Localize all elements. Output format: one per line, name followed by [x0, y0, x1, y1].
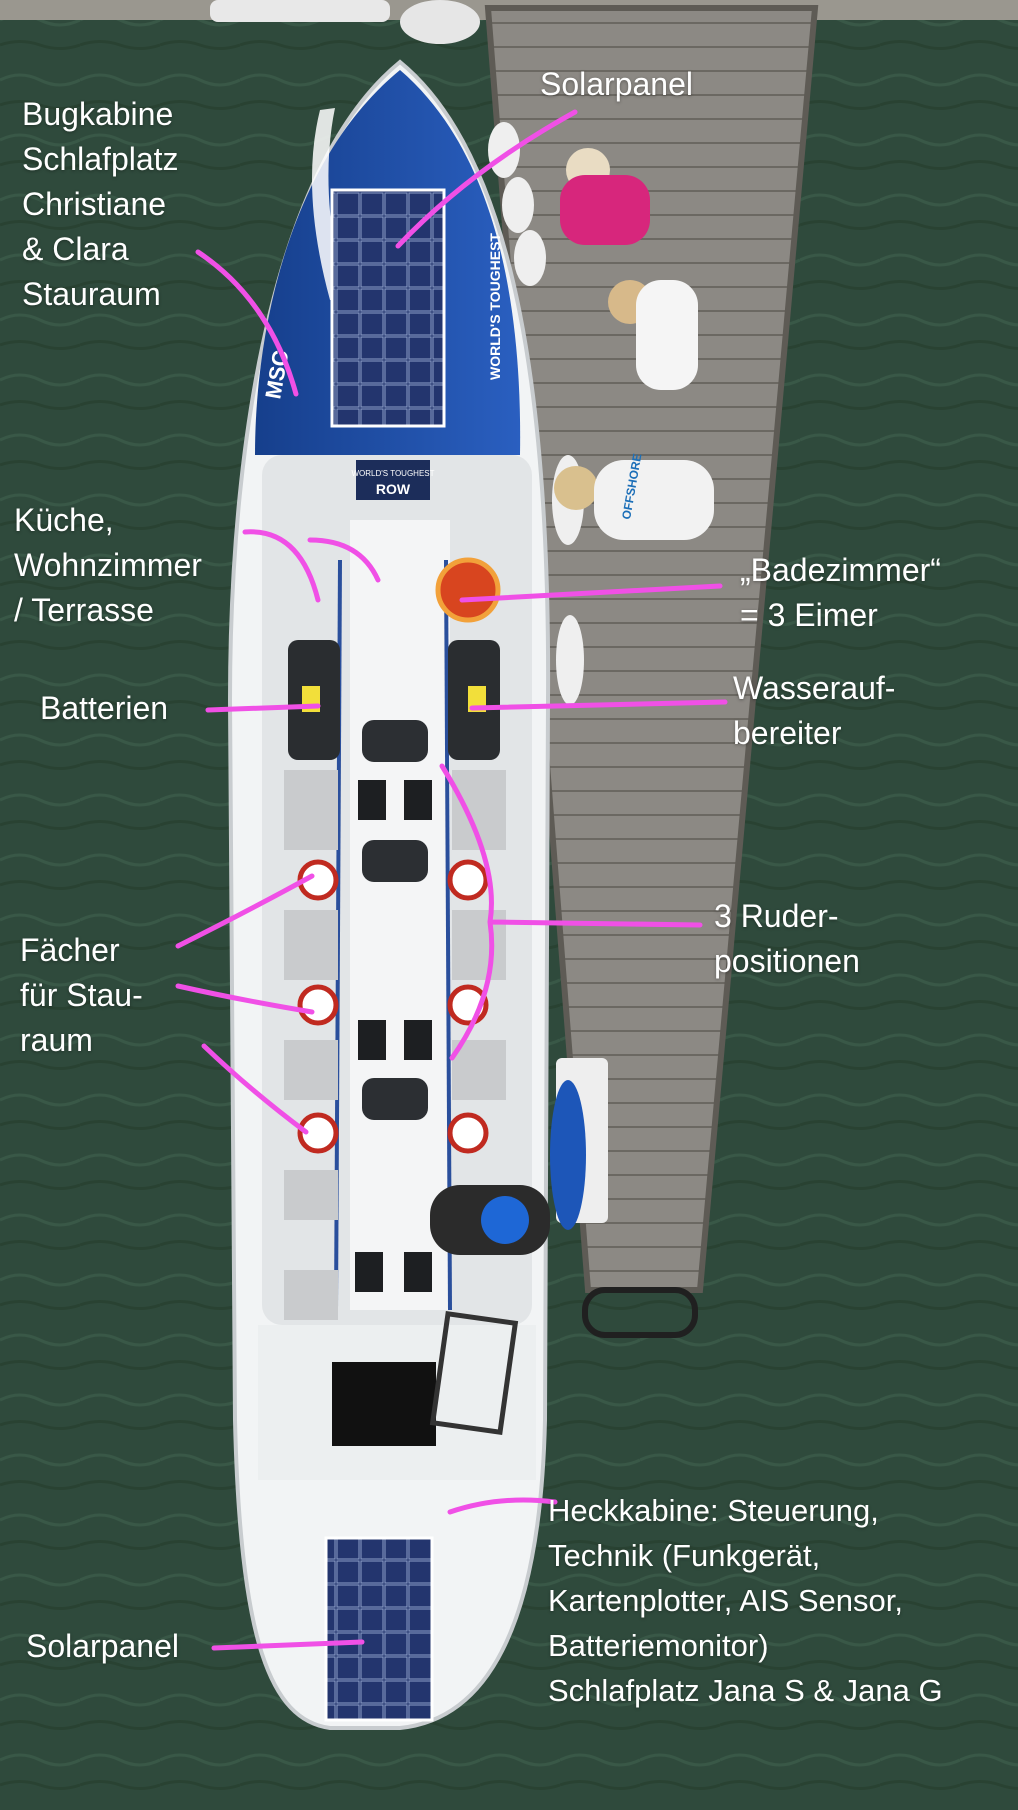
- foot-stretcher: [404, 780, 432, 820]
- person-pink-shirt: [560, 148, 650, 245]
- label-solarpanel-stern: Solarpanel: [26, 1624, 179, 1669]
- label-line: = 3 Eimer: [740, 597, 878, 633]
- label-line: Technik (Funkgerät,: [548, 1538, 821, 1573]
- stern-solar-panel: [324, 1536, 434, 1722]
- dock-edge: [484, 5, 819, 1293]
- label-line: Christiane: [22, 186, 167, 222]
- pointer-batterien: [205, 703, 321, 713]
- cabin-sign: [356, 460, 430, 500]
- foot-stretcher: [404, 1020, 432, 1060]
- storage-hatch: [297, 1112, 339, 1154]
- bow-buoy: [400, 0, 480, 44]
- fender: [514, 230, 546, 286]
- dock-hose: [582, 1287, 698, 1338]
- label-line: positionen: [714, 943, 860, 979]
- dock: [488, 8, 815, 1290]
- label-line: Batteriemonitor): [548, 1628, 769, 1663]
- label-ruderpositionen: 3 Ruder- positionen: [714, 894, 860, 984]
- label-line: Fächer: [20, 932, 120, 968]
- label-line: raum: [20, 1022, 93, 1058]
- label-line: Schlafplatz: [22, 141, 179, 177]
- label-wasseraufbereiter: Wasserauf- bereiter: [733, 666, 895, 756]
- cabin-sign-row: ROW: [376, 481, 411, 497]
- pointer-bugkabine: [195, 249, 299, 397]
- label-line: „Badezimmer“: [740, 552, 941, 588]
- rowing-seat: [362, 840, 428, 882]
- rowing-seat: [362, 720, 428, 762]
- pointer-solarpanel-stern: [211, 1639, 365, 1651]
- bow-solar-panel: [330, 188, 446, 428]
- label-bugkabine: Bugkabine Schlafplatz Christiane & Clara…: [22, 92, 179, 317]
- label-line: Schlafplatz Jana S & Jana G: [548, 1673, 943, 1708]
- fender-blue: [550, 1080, 586, 1230]
- storage-hatch: [297, 984, 339, 1026]
- label-line: Solarpanel: [540, 66, 693, 102]
- deck-mat: [452, 1040, 506, 1100]
- rowing-seat: [362, 1078, 428, 1120]
- label-line: Kartenplotter, AIS Sensor,: [548, 1583, 904, 1618]
- label-line: Stauraum: [22, 276, 161, 312]
- label-line: 3 Ruder-: [714, 898, 839, 934]
- bow-white-stripe: [312, 108, 345, 300]
- label-line: für Stau-: [20, 977, 143, 1013]
- deck-mat: [284, 1270, 338, 1320]
- pier-top-fender: [210, 0, 390, 22]
- cabin-sign-text: WORLD'S TOUGHEST: [351, 469, 434, 478]
- foot-stretcher: [358, 1020, 386, 1060]
- aft-hatch-lid: [429, 1310, 519, 1436]
- storage-hatch: [447, 1112, 489, 1154]
- label-line: Bugkabine: [22, 96, 174, 132]
- fender: [556, 615, 584, 705]
- foot-stretcher: [358, 780, 386, 820]
- label-heckkabine: Heckkabine: Steuerung, Technik (Funkgerä…: [548, 1488, 943, 1713]
- deck-mat: [284, 1170, 338, 1220]
- foot-stretcher: [404, 1252, 432, 1292]
- centre-walkway: [350, 520, 450, 1310]
- bow-lettering: WORLD'S TOUGHEST: [487, 233, 503, 380]
- rail-right: [444, 559, 452, 1311]
- deck-mat: [284, 770, 338, 850]
- label-kueche: Küche, Wohnzimmer / Terrasse: [14, 498, 202, 633]
- pointer-ruderpositionen: [439, 763, 703, 1061]
- pointer-kueche: [242, 529, 381, 603]
- pointer-solarpanel-bow: [395, 109, 578, 249]
- person-blue-cap: [430, 1185, 550, 1255]
- label-faecher: Fächer für Stau- raum: [20, 928, 143, 1063]
- person-white-shirt: [608, 280, 698, 390]
- pointer-heckkabine: [447, 1497, 558, 1515]
- fender: [502, 177, 534, 233]
- label-batterien: Batterien: [40, 686, 168, 731]
- label-line: Küche,: [14, 502, 114, 538]
- pointer-badezimmer: [459, 583, 723, 603]
- pointer-wasseraufbereiter: [469, 699, 728, 711]
- deck-mat: [284, 1040, 338, 1100]
- label-line: Wasserauf-: [733, 670, 896, 706]
- label-line: & Clara: [22, 231, 129, 267]
- label-line: Solarpanel: [26, 1628, 179, 1664]
- pointer-faecher: [175, 873, 315, 1135]
- label-line: Heckkabine: Steuerung,: [548, 1493, 879, 1528]
- annotation-lines: [175, 109, 728, 1651]
- label-line: bereiter: [733, 715, 842, 751]
- bucket: [435, 557, 501, 623]
- foot-stretcher: [355, 1252, 383, 1292]
- label-badezimmer: „Badezimmer“ = 3 Eimer: [740, 548, 941, 638]
- storage-hatch: [447, 859, 489, 901]
- label-line: Batterien: [40, 690, 169, 726]
- label-solarpanel-bow: Solarpanel: [540, 62, 693, 107]
- person-offshore-shirt: OFFSHORE: [554, 452, 714, 540]
- label-line: / Terrasse: [14, 592, 154, 628]
- aft-hatch-open: [332, 1362, 436, 1446]
- deck-mat: [284, 910, 338, 980]
- label-line: Wohnzimmer: [14, 547, 202, 583]
